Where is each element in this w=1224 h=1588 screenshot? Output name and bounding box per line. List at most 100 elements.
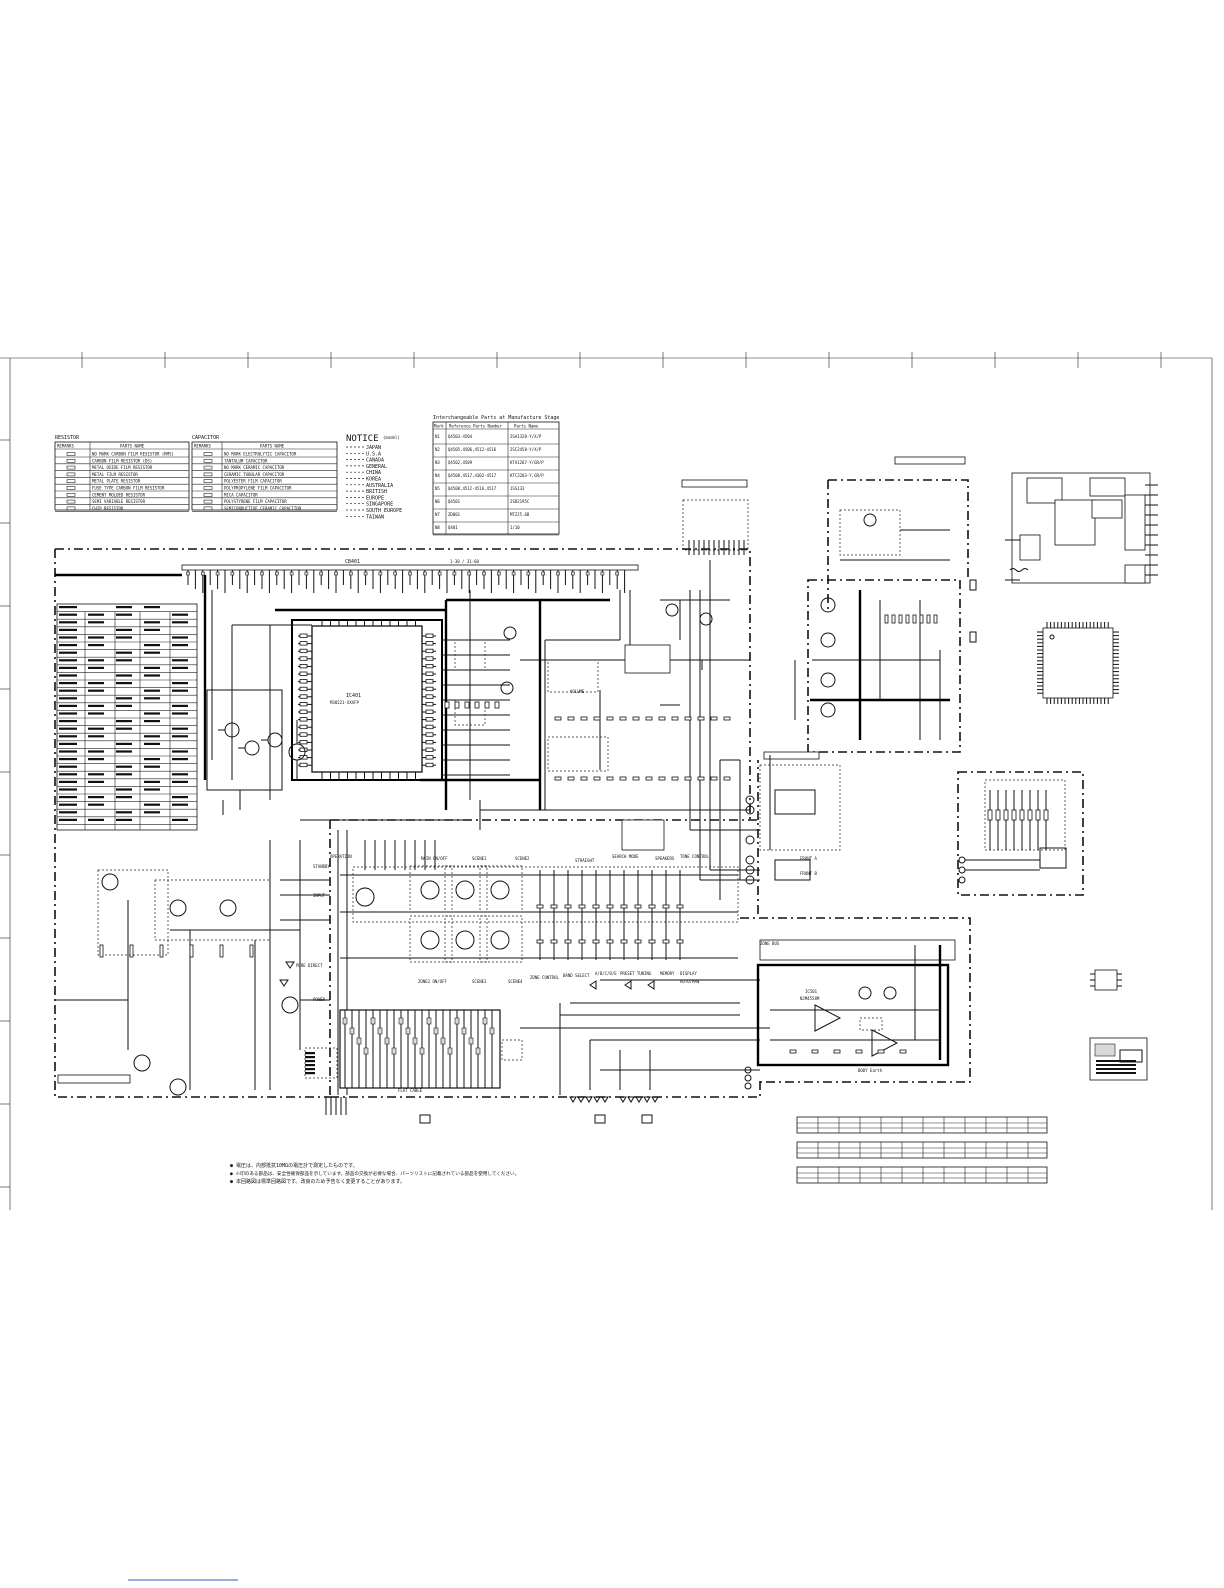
mcu-pin-label <box>299 664 308 669</box>
cap-col-remarks: REMARKS <box>194 444 211 449</box>
table-cell-text <box>59 621 77 624</box>
operation-board-outline <box>329 819 759 1097</box>
resistor-row-symbol-6 <box>66 492 76 497</box>
resistor <box>658 776 666 781</box>
board-outline <box>759 764 841 851</box>
mcu-pin-label <box>299 709 308 714</box>
func-block <box>1026 477 1063 504</box>
resistor <box>898 614 903 624</box>
resistor <box>789 1049 797 1054</box>
opamp-icon <box>871 1029 899 1057</box>
lbl-volume: VOLUME <box>570 689 585 694</box>
switch-resistor <box>592 939 600 944</box>
mcu-pin-label <box>299 740 308 745</box>
pin-pad <box>334 571 338 576</box>
table-cell-text <box>144 606 160 609</box>
switch-transistor <box>455 880 475 900</box>
switch-transistor <box>420 880 440 900</box>
voltage-tables <box>796 1116 1048 1184</box>
tiny-text <box>305 1060 315 1063</box>
pin-pad <box>452 571 457 576</box>
pin-pad <box>260 571 264 576</box>
mcu-pin-label <box>299 732 308 737</box>
flat-pad <box>419 1047 425 1055</box>
resistor-row-4: METAL PLATE RESISTOR <box>92 479 141 484</box>
switch-resistor <box>550 939 558 944</box>
resistor <box>671 776 679 781</box>
ic-row-mark-1: N2 <box>435 447 440 452</box>
resistor <box>723 776 731 781</box>
mcu-pin-label <box>299 641 308 646</box>
table-cell-text <box>88 712 104 715</box>
resistor <box>99 944 104 958</box>
switch-resistor <box>634 904 642 909</box>
table-cell-text <box>172 773 188 776</box>
table-cell-text <box>59 697 77 700</box>
switch-resistor <box>620 904 628 909</box>
switch-resistor <box>564 904 572 909</box>
table-cell-text <box>172 704 188 707</box>
capacitor-row-4: POLYESTER FILM CAPACITOR <box>224 479 282 484</box>
resistor-row-1: CARBON FILM RESISTOR (DS) <box>92 458 152 463</box>
switch-resistor <box>536 939 544 944</box>
transistor <box>820 632 836 648</box>
capacitor-row-7: POLYSTYRENE FILM CAPACITOR <box>224 499 287 504</box>
switch-transistor <box>355 887 375 907</box>
lbl-abcde: A/B/C/D/E <box>595 971 617 976</box>
resistor <box>912 614 917 624</box>
lbl-speakers: SPEAKERS <box>655 856 675 861</box>
capacitor-row-symbol-3 <box>203 472 213 477</box>
ic-row-name-2: KTA1267-Y/GR/P <box>510 460 544 465</box>
mcu-pin-label <box>425 686 434 692</box>
table-cell-text <box>144 689 160 692</box>
jack <box>745 855 755 865</box>
lbl-auto-man: AUTO/MAN <box>680 979 700 984</box>
switch-resistor <box>648 904 656 909</box>
sub-block <box>154 879 271 941</box>
notice-entry-6: AUSTRALIA <box>366 483 393 489</box>
table-cell-text <box>144 666 160 669</box>
table-cell-text <box>59 674 77 677</box>
switch-cell <box>479 915 523 963</box>
capacitor-legend: CAPACITOR REMARKS PARTS NAME NO MARK ELE… <box>191 435 338 512</box>
table-cell-text <box>88 659 104 662</box>
board-outline <box>807 579 961 753</box>
table-cell-text <box>88 735 104 738</box>
cap-col-parts-name: PARTS NAME <box>260 444 285 449</box>
zone-board-outline <box>740 917 971 1083</box>
tiny-text <box>1096 1064 1136 1066</box>
transistor <box>665 603 679 617</box>
resistor <box>891 614 896 624</box>
pin1-marker <box>1049 634 1055 640</box>
resistor <box>933 614 938 624</box>
mcu-pin-label <box>425 702 434 707</box>
mcu-pin-label <box>425 679 434 684</box>
mcu-pin-label <box>425 732 434 737</box>
resistor-row-symbol-0 <box>66 452 76 456</box>
lbl-search-mode: SEARCH MODE <box>612 854 639 859</box>
ic-package <box>1094 969 1118 991</box>
resistor <box>464 701 470 709</box>
sub-block <box>859 1017 883 1031</box>
capacitor-row-symbol-8 <box>203 506 213 511</box>
transistor <box>500 681 514 695</box>
func-block <box>1054 499 1096 546</box>
pin-pad <box>570 571 575 576</box>
capacitor-row-symbol-7 <box>203 499 213 504</box>
marker-box <box>594 1114 606 1124</box>
table-cell-text <box>144 697 160 700</box>
table-cell-text <box>88 818 104 821</box>
table-cell-text <box>88 796 104 799</box>
voltage-table <box>796 1141 1048 1159</box>
jack <box>744 1074 752 1082</box>
ic-row-ref-1: Q4505,4506,4512-4516 <box>448 447 497 452</box>
resistor <box>987 809 993 821</box>
pin-pad <box>615 571 620 576</box>
table-cell-text <box>116 727 132 730</box>
table-cell-text <box>59 742 77 745</box>
small-symbols <box>1089 969 1148 1081</box>
pin-pad <box>482 571 486 576</box>
capacitor-row-symbol-5 <box>203 486 213 490</box>
resistor-row-5: FUSE TYPE CARBON FILM RESISTOR <box>92 486 165 491</box>
lbl-memory: MEMORY <box>660 971 675 976</box>
